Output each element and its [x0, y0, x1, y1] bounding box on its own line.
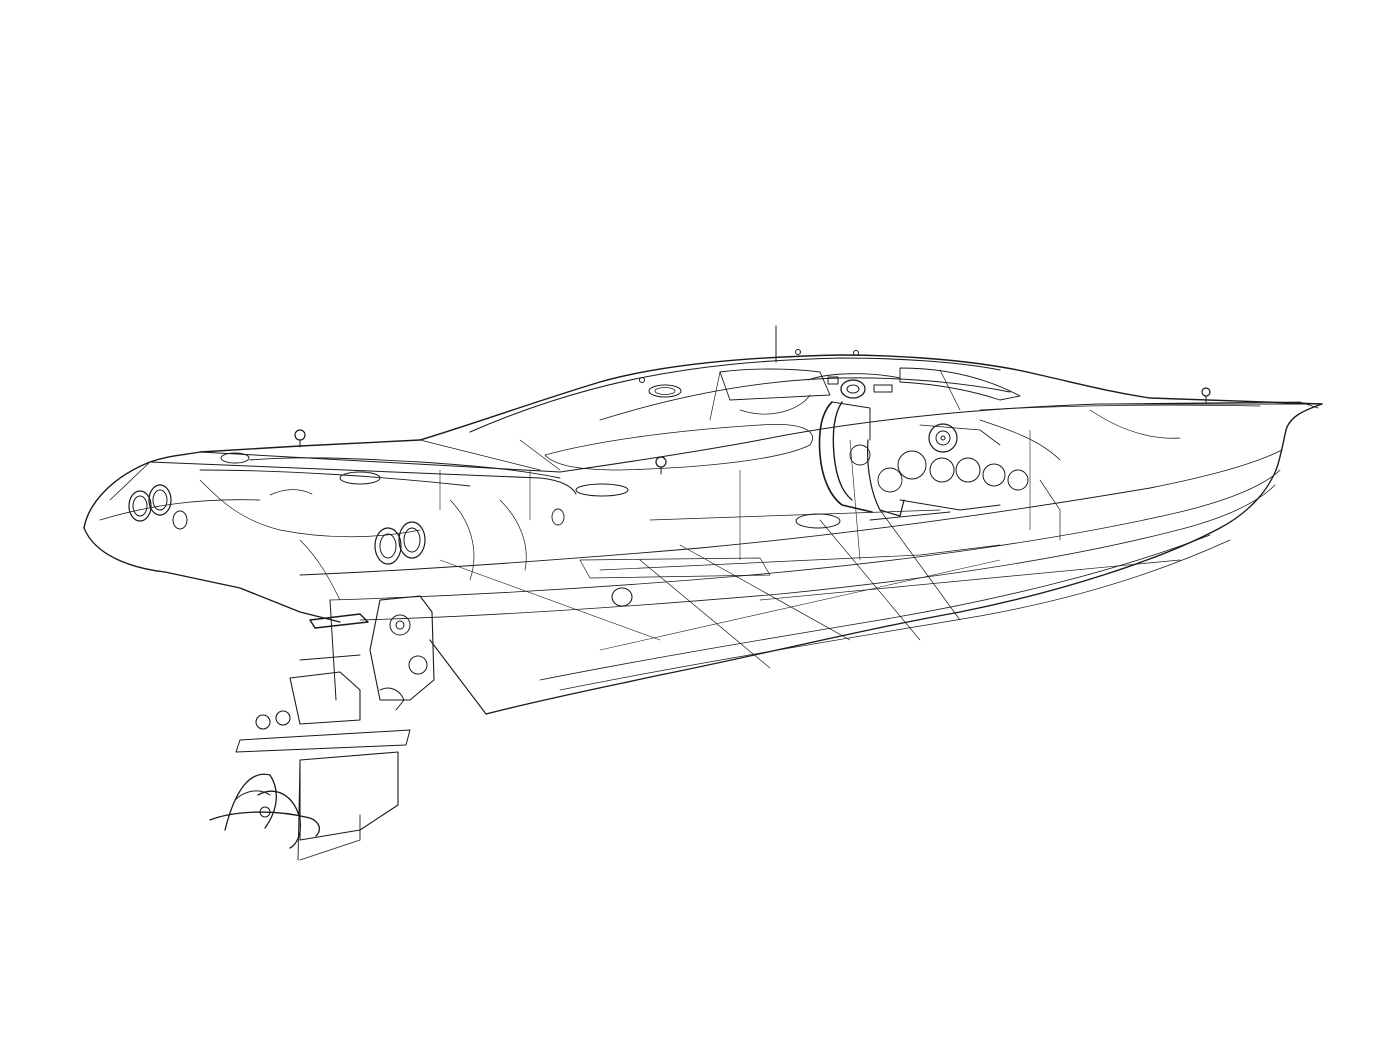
engine-pulley	[928, 423, 958, 453]
exhaust-port-left	[128, 490, 152, 522]
propeller-blade-3	[209, 811, 321, 837]
propeller-blade-2	[257, 790, 302, 849]
hull-strakes	[299, 449, 1283, 691]
cockpit-seat	[795, 401, 905, 529]
hull-outline	[83, 354, 1323, 715]
propeller-hub	[259, 806, 271, 818]
interior-details	[199, 394, 1181, 601]
deck-hatch-mid	[575, 483, 629, 497]
drive-upper-unit	[289, 671, 361, 725]
cabin-canopy	[469, 357, 1021, 471]
steering-wheel	[840, 379, 866, 399]
side-exhaust-right	[398, 521, 426, 559]
boat-wireframe	[83, 325, 1323, 861]
cleats	[294, 349, 1211, 475]
structural-diagonals	[439, 429, 1181, 669]
deck-lines	[99, 401, 1323, 521]
exhaust-ports	[128, 484, 633, 607]
cleat-mid	[655, 456, 667, 475]
cleat-bow	[1201, 387, 1211, 403]
propeller-blade-1	[224, 773, 277, 831]
deck-hatch-aft	[339, 471, 381, 485]
helm	[807, 373, 901, 399]
side-exhaust-left	[374, 527, 402, 565]
deck-hatch-front	[648, 384, 682, 398]
gimbal-housing	[369, 595, 435, 701]
side-vent	[611, 587, 633, 607]
propeller	[209, 773, 321, 849]
exhaust-port-right	[148, 484, 172, 516]
engine-block	[849, 423, 1029, 521]
deck-fittings	[199, 384, 682, 497]
cleat-aft	[294, 429, 306, 448]
trim-tab	[309, 613, 369, 629]
